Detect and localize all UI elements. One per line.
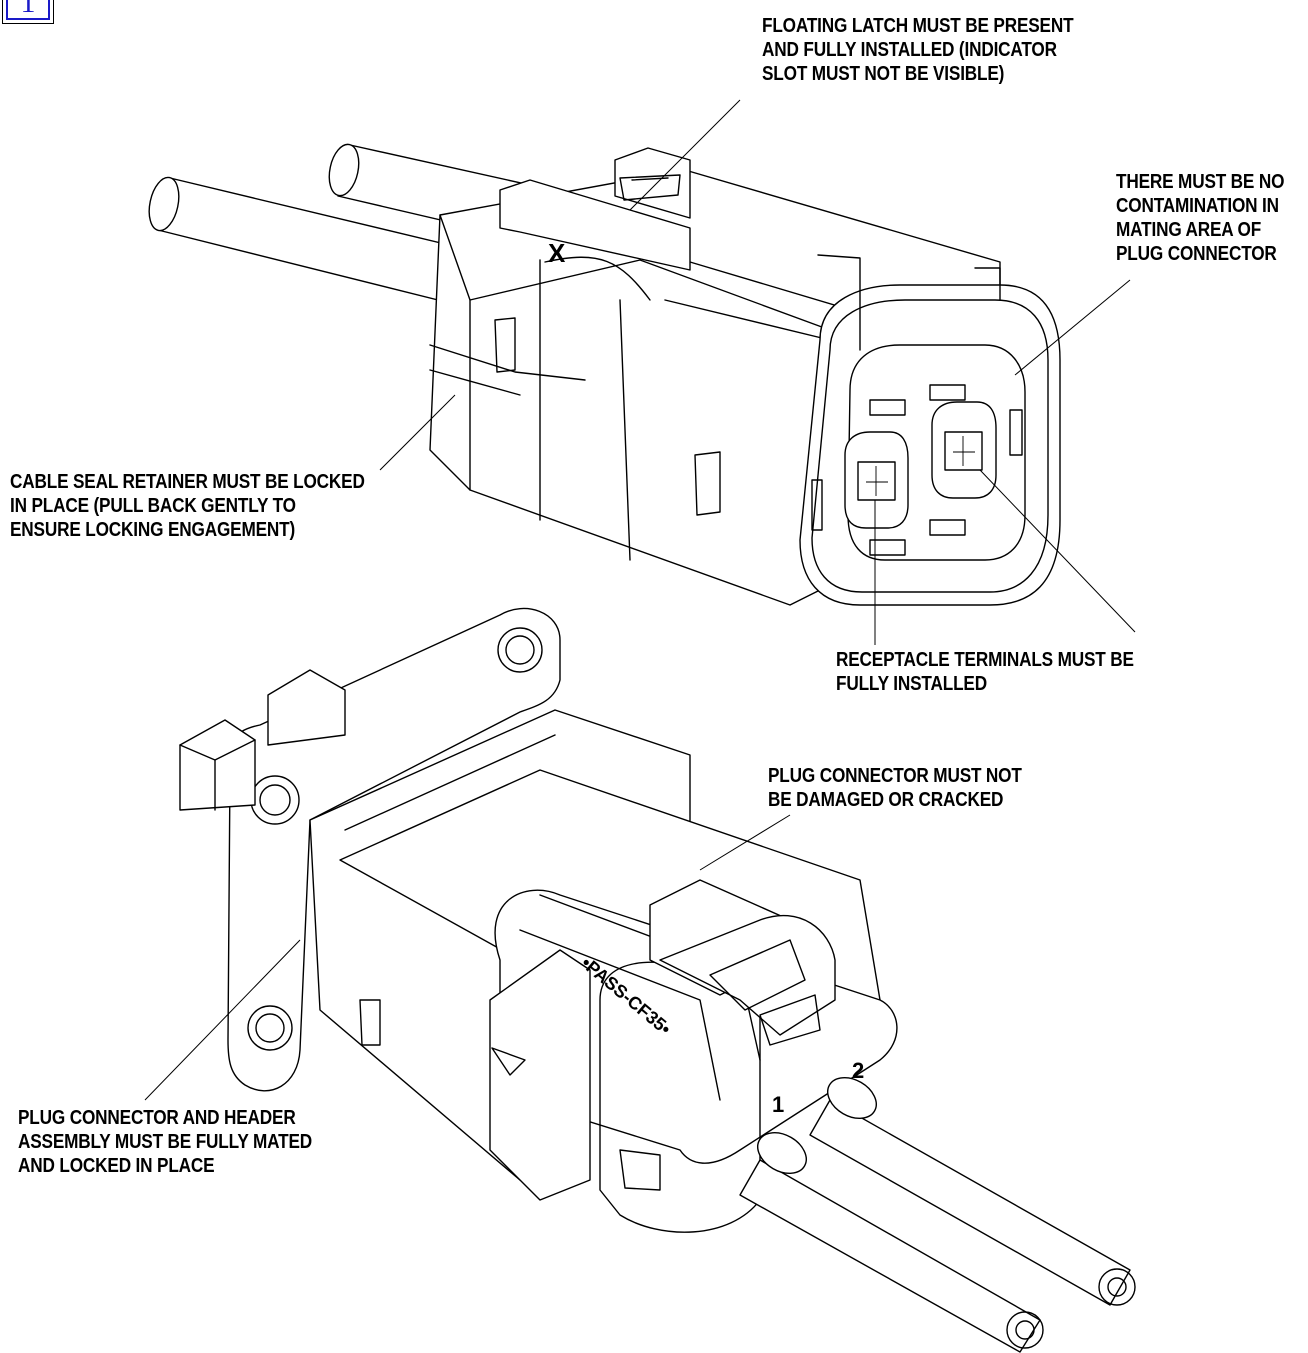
bottom-wire-1	[739, 1132, 1044, 1353]
note-mated-locked: PLUG CONNECTOR AND HEADER ASSEMBLY MUST …	[18, 1106, 312, 1178]
leader-contamination	[1014, 279, 1131, 376]
leader-plug-damage	[699, 814, 791, 871]
cavity-number-1: 1	[772, 1092, 784, 1117]
top-plug-connector	[148, 143, 1061, 606]
note-cable-seal: CABLE SEAL RETAINER MUST BE LOCKED IN PL…	[10, 470, 365, 542]
note-line: CABLE SEAL RETAINER MUST BE LOCKED	[10, 471, 365, 493]
note-line: RECEPTACLE TERMINALS MUST BE	[836, 649, 1134, 671]
note-line: BE DAMAGED OR CRACKED	[768, 789, 1004, 811]
floating-latch	[499, 179, 691, 271]
cavity-number-2: 2	[852, 1058, 864, 1083]
reference-number: 1	[20, 0, 36, 19]
note-floating-latch: FLOATING LATCH MUST BE PRESENT AND FULLY…	[762, 14, 1074, 86]
receptacle-terminal-1	[844, 431, 909, 529]
note-line: AND LOCKED IN PLACE	[18, 1155, 215, 1177]
receptacle-terminal-2	[931, 401, 997, 499]
note-plug-damage: PLUG CONNECTOR MUST NOT BE DAMAGED OR CR…	[768, 764, 1022, 812]
top-mating-face	[799, 254, 1061, 606]
leader-cable-seal	[379, 394, 456, 471]
bottom-wire-2	[809, 1077, 1136, 1306]
note-line: AND FULLY INSTALLED (INDICATOR	[762, 39, 1057, 61]
note-line: SLOT MUST NOT BE VISIBLE)	[762, 63, 1005, 85]
note-line: ENSURE LOCKING ENGAGEMENT)	[10, 519, 296, 541]
note-line: FULLY INSTALLED	[836, 673, 987, 695]
latch-mark: X	[548, 238, 566, 268]
bottom-header-assembly	[179, 607, 1136, 1353]
note-line: PLUG CONNECTOR AND HEADER	[18, 1107, 296, 1129]
note-line: THERE MUST BE NO	[1116, 171, 1285, 193]
leader-mated-locked	[144, 939, 301, 1101]
note-line: PLUG CONNECTOR	[1116, 243, 1277, 265]
note-contamination: THERE MUST BE NO CONTAMINATION IN MATING…	[1116, 170, 1284, 266]
note-line: FLOATING LATCH MUST BE PRESENT	[762, 15, 1074, 37]
note-line: ASSEMBLY MUST BE FULLY MATED	[18, 1131, 312, 1153]
note-receptacle-terminals: RECEPTACLE TERMINALS MUST BE FULLY INSTA…	[836, 648, 1134, 696]
leader-floating-latch	[629, 99, 741, 211]
reference-number-badge: 1	[2, 0, 54, 24]
top-wire-lower	[148, 176, 471, 306]
note-line: CONTAMINATION IN	[1116, 195, 1279, 217]
note-line: PLUG CONNECTOR MUST NOT	[768, 765, 1022, 787]
leader-receptacle-terminal-2	[979, 469, 1136, 633]
note-line: IN PLACE (PULL BACK GENTLY TO	[10, 495, 296, 517]
note-line: MATING AREA OF	[1116, 219, 1262, 241]
